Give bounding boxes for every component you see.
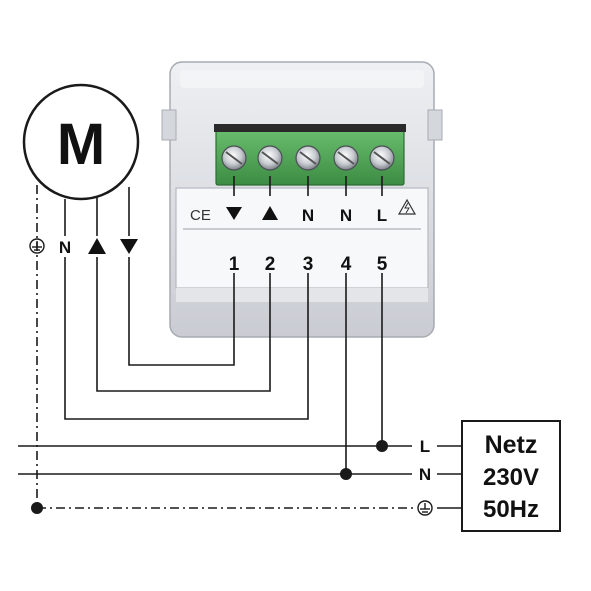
- triangle-up-icon: [262, 206, 278, 220]
- terminal-symbol-3: N: [302, 206, 314, 225]
- earth-ground-icon: [29, 238, 45, 254]
- ce-mark: CE: [190, 207, 211, 224]
- netz-title: Netz: [485, 431, 538, 459]
- terminal-screw-1: [221, 145, 247, 171]
- terminal-screw-5: [369, 145, 395, 171]
- triangle-up-icon: [88, 238, 106, 254]
- motor-lead-n: N: [59, 238, 71, 257]
- triangle-down-icon: [120, 239, 138, 254]
- lightning-warning-icon: [397, 198, 417, 215]
- junction-l: [376, 440, 388, 452]
- earth-ground-icon: [417, 500, 433, 516]
- terminal-number-2: 2: [265, 254, 276, 275]
- netz-supply-box: Netz 230V 50Hz: [461, 420, 561, 532]
- netz-voltage: 230V: [483, 464, 539, 491]
- terminal-number-5: 5: [377, 254, 388, 275]
- mains-n-label: N: [419, 465, 431, 484]
- device-right-ear: [427, 109, 443, 141]
- terminal-symbol-5: L: [377, 206, 387, 225]
- motor-circle: [22, 83, 140, 201]
- triangle-down-icon: [226, 207, 242, 220]
- motor-lead-labels: N: [29, 238, 138, 257]
- terminal-number-1: 1: [229, 254, 240, 275]
- switch-actuator-device: CE N N L 1 2 3 4 5: [161, 61, 443, 338]
- wire-motor-up-to-terminal-2: [96, 196, 271, 392]
- junction-earth: [31, 502, 43, 514]
- junction-n: [340, 468, 352, 480]
- wire-motor-n-to-terminal-3: [64, 199, 309, 420]
- motor: M: [22, 83, 140, 201]
- terminal-screw-2: [257, 145, 283, 171]
- wire-motor-down-to-terminal-1: [128, 187, 235, 366]
- netz-frequency: 50Hz: [483, 496, 539, 523]
- motor-label: M: [57, 112, 105, 177]
- terminal-number-3: 3: [303, 254, 314, 275]
- mains-l-label: L: [420, 437, 430, 456]
- terminal-number-4: 4: [341, 254, 352, 275]
- device-left-ear: [161, 109, 177, 141]
- terminal-screw-4: [333, 145, 359, 171]
- terminal-symbol-4: N: [340, 206, 352, 225]
- terminal-screw-3: [295, 145, 321, 171]
